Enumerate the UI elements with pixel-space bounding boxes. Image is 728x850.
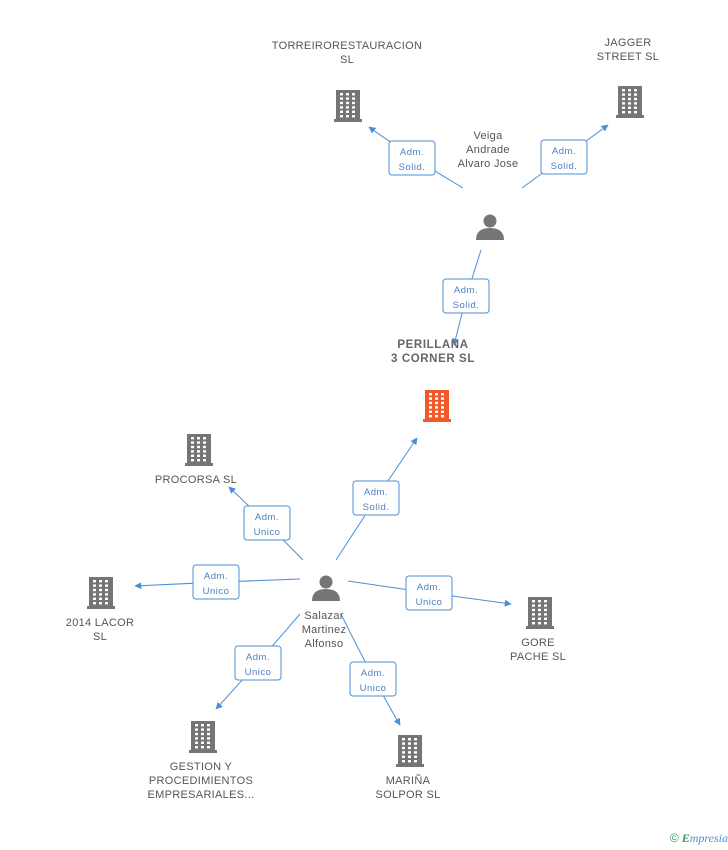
edge-veiga-to-jagger: Adm. Solid.	[521, 124, 609, 189]
building-icon	[189, 721, 217, 753]
edge-salazar-to-gestion: Adm. Unico	[215, 613, 301, 710]
relation-badge[interactable]: Adm. Solid.	[540, 139, 588, 175]
node-label: SL	[93, 631, 107, 643]
relation-badge[interactable]: Adm. Unico	[243, 505, 291, 541]
person-icon	[312, 575, 340, 601]
node-label: Alvaro Jose	[458, 158, 519, 170]
relation-badge-label: Unico	[254, 527, 281, 538]
relation-badge[interactable]: Adm. Unico	[192, 564, 240, 600]
node-label: JAGGER	[604, 37, 651, 49]
relation-badge-label: Solid.	[453, 300, 480, 311]
relation-badge-box	[388, 140, 436, 176]
node-label: SOLPOR SL	[375, 789, 440, 801]
person-icon	[476, 214, 504, 240]
brand-logo-name: mpresia	[689, 831, 728, 845]
building-icon	[616, 86, 644, 118]
copyright-symbol: ©	[669, 831, 679, 845]
relation-badge-box	[442, 278, 490, 314]
edge-salazar-to-procorsa: Adm. Unico	[228, 486, 304, 561]
node-label: STREET SL	[597, 51, 659, 63]
company-node-perillana[interactable]: PERILLANA 3 CORNER SL	[391, 339, 475, 422]
company-node-torreiro[interactable]: TORREIRORESTAURACION SL	[272, 40, 422, 122]
relation-badge-box	[243, 505, 291, 541]
brand-logo-initial: E	[681, 831, 690, 845]
edge-salazar-to-marina: Adm. Unico	[340, 613, 401, 726]
relation-badge-box	[349, 661, 397, 697]
edge-veiga-to-perillana: Adm. Solid.	[442, 249, 490, 346]
relation-badge-label: Adm.	[400, 147, 424, 158]
relation-badge-box	[540, 139, 588, 175]
edge-salazar-to-perillana: Adm. Solid.	[335, 437, 418, 561]
relation-badge-label: Adm.	[364, 487, 388, 498]
relation-badge-label: Adm.	[255, 512, 279, 523]
relation-badge-label: Adm.	[552, 146, 576, 157]
company-node-jagger[interactable]: JAGGER STREET SL	[597, 37, 659, 118]
relation-badge-label: Adm.	[246, 652, 270, 663]
building-icon	[185, 434, 213, 466]
relation-badge-label: Solid.	[399, 162, 426, 173]
node-label: PACHE SL	[510, 651, 566, 663]
node-label: PROCEDIMIENTOS	[149, 775, 253, 787]
edge-salazar-to-lacor: Adm. Unico	[134, 564, 301, 600]
relation-badge-label: Solid.	[551, 161, 578, 172]
relation-badge-label: Adm.	[361, 668, 385, 679]
company-node-gore[interactable]: GORE PACHE SL	[510, 597, 566, 663]
building-icon	[334, 90, 362, 122]
node-label: Alfonso	[305, 638, 344, 650]
relation-badge[interactable]: Adm. Solid.	[388, 140, 436, 176]
node-label: EMPRESARIALES...	[148, 789, 255, 801]
building-icon	[526, 597, 554, 629]
company-node-lacor[interactable]: 2014 LACOR SL	[66, 577, 134, 643]
node-label: Veiga	[473, 130, 503, 142]
brand-footer: © Empresia	[670, 831, 728, 846]
building-icon	[423, 390, 451, 422]
relation-badge-label: Adm.	[454, 285, 478, 296]
edge-veiga-to-torreiro: Adm. Solid.	[368, 126, 464, 189]
node-label: 2014 LACOR	[66, 617, 134, 629]
edges-layer: Adm. Solid. Adm. Solid. Adm. Solid. Adm. Solid.…	[134, 124, 609, 726]
node-label: SL	[340, 54, 354, 66]
node-label: GESTION Y	[170, 761, 233, 773]
relation-badge-label: Unico	[203, 586, 230, 597]
node-label: PERILLANA	[397, 339, 468, 351]
building-icon	[396, 735, 424, 767]
node-label: Martinez	[302, 624, 347, 636]
relation-badge-label: Adm.	[204, 571, 228, 582]
company-node-marina[interactable]: MARIÑA SOLPOR SL	[375, 735, 440, 801]
company-node-gestion[interactable]: GESTION Y PROCEDIMIENTOS EMPRESARIALES...	[148, 721, 255, 801]
relation-badge-box	[405, 575, 453, 611]
relation-badge-label: Unico	[245, 667, 272, 678]
relation-badge[interactable]: Adm. Unico	[234, 645, 282, 681]
nodes-layer: PERILLANA 3 CORNER SL TORREIRORESTAURACION…	[66, 37, 659, 801]
relation-badge-box	[192, 564, 240, 600]
company-node-procorsa[interactable]: PROCORSA SL	[155, 434, 237, 486]
relation-badge[interactable]: Adm. Unico	[349, 661, 397, 697]
node-label: 3 CORNER SL	[391, 353, 475, 365]
node-label: Andrade	[466, 144, 510, 156]
relation-badge-label: Unico	[416, 597, 443, 608]
relation-badge[interactable]: Adm. Solid.	[352, 480, 400, 516]
relation-badge[interactable]: Adm. Unico	[405, 575, 453, 611]
relation-badge-label: Solid.	[363, 502, 390, 513]
node-label: PROCORSA SL	[155, 474, 237, 486]
edge-salazar-to-gore: Adm. Unico	[347, 575, 512, 611]
building-icon	[87, 577, 115, 609]
relation-badge-label: Adm.	[417, 582, 441, 593]
relation-badge-label: Unico	[360, 683, 387, 694]
node-label: MARIÑA	[386, 774, 431, 787]
relation-badge-box	[352, 480, 400, 516]
relation-badge[interactable]: Adm. Solid.	[442, 278, 490, 314]
node-label: Salazar	[304, 610, 343, 622]
node-label: GORE	[521, 637, 555, 649]
node-label: TORREIRORESTAURACION	[272, 40, 422, 52]
relation-badge-box	[234, 645, 282, 681]
